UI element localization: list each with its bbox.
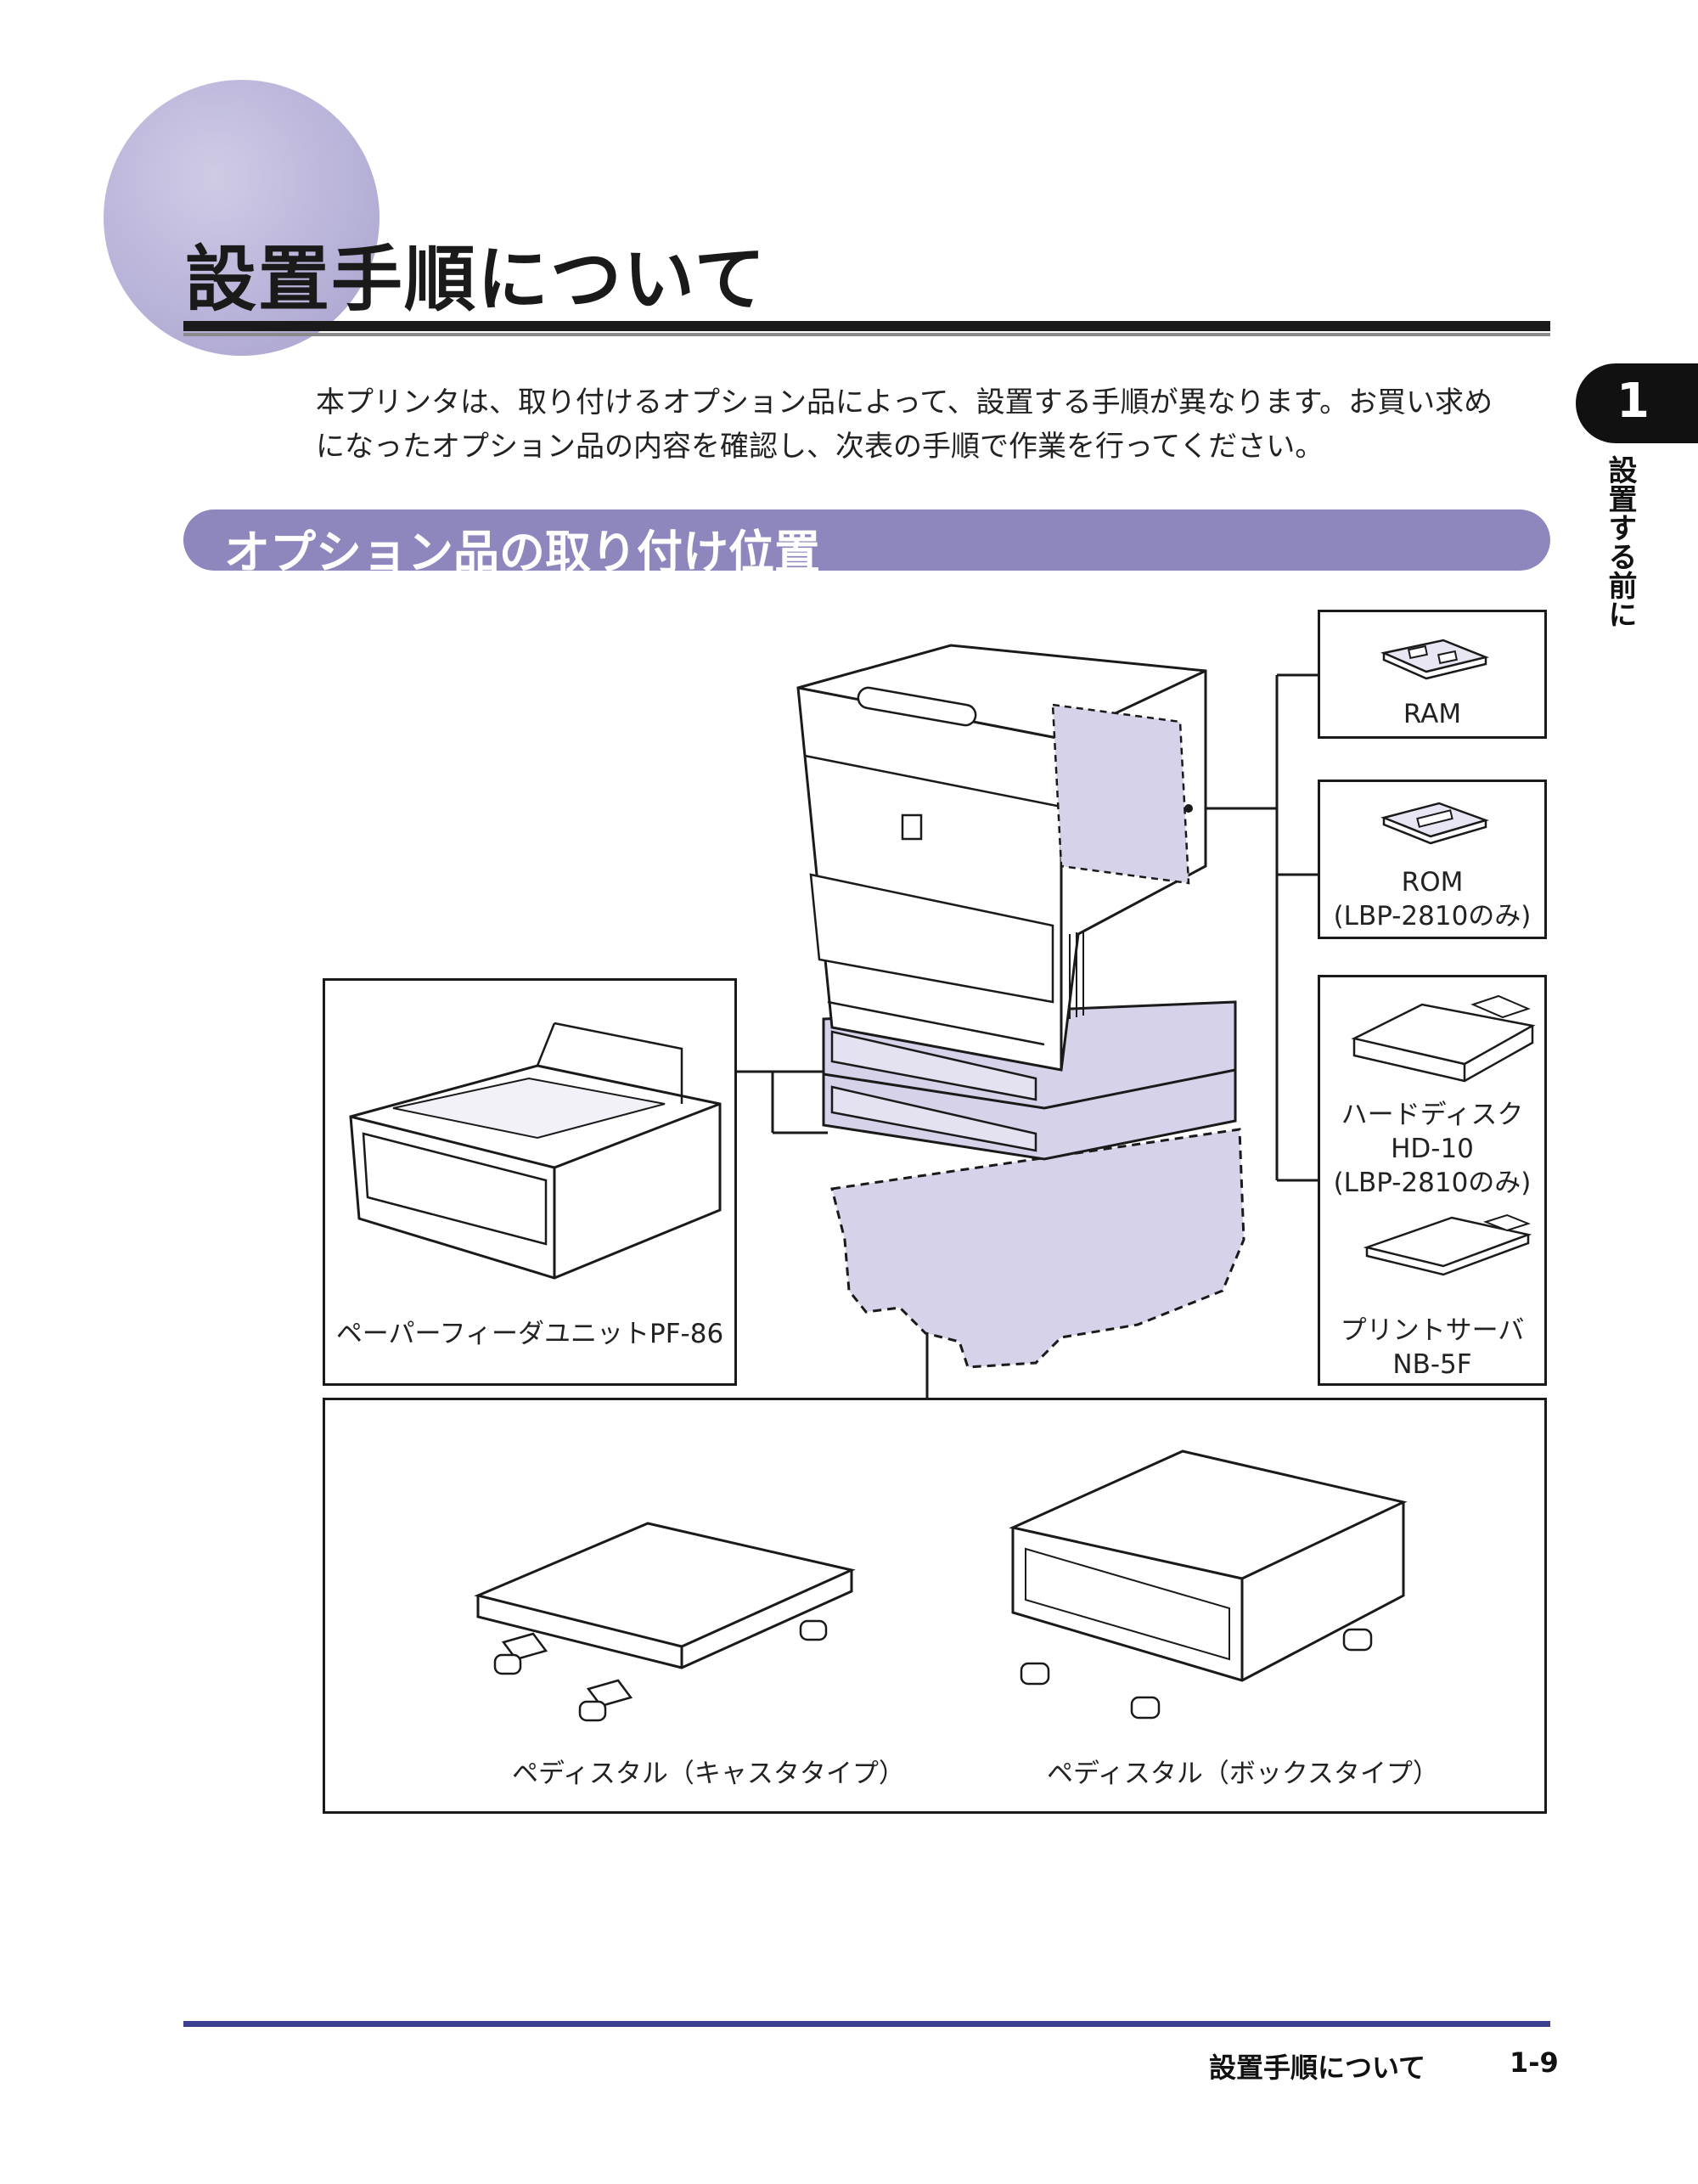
- pedestal-box: ペディスタル（キャスタタイプ） ペディスタル（ボックスタイプ）: [323, 1398, 1547, 1814]
- intro-line-2: になったオプション品の内容を確認し、次表の手順で作業を行ってください。: [316, 430, 1324, 464]
- footer-rule: [183, 2021, 1550, 2027]
- chapter-tab: 1: [1576, 363, 1698, 443]
- paper-feeder-box: ペーパーフィーダユニットPF-86: [323, 978, 737, 1386]
- chapter-label: 設置する前に: [1603, 455, 1637, 628]
- hdd-printserver-box: ハードディスク HD-10 (LBP-2810のみ) プリントサーバ NB-5F: [1318, 975, 1547, 1386]
- pedestal-box-label: ペディスタル（ボックスタイプ）: [1047, 1759, 1439, 1789]
- pedestal-box-icon: [1009, 1449, 1408, 1720]
- title-decoration-circle: [104, 80, 380, 356]
- hdd-label: ハードディスク: [1341, 1100, 1524, 1130]
- printer-illustration: [796, 644, 1245, 1369]
- print-server-label: プリントサーバ: [1340, 1315, 1525, 1346]
- rom-label: ROM: [1401, 867, 1464, 898]
- title-rule-shadow: [183, 333, 1550, 336]
- ram-option-box: RAM: [1318, 610, 1547, 739]
- pedestal-caster-icon: [474, 1522, 856, 1722]
- page-title: 設置手順について: [185, 238, 767, 321]
- section-header: オプション品の取り付け位置: [183, 509, 1550, 579]
- hard-disk-icon: [1351, 994, 1536, 1083]
- section-title: オプション品の取り付け位置: [224, 526, 820, 579]
- print-server-icon: [1363, 1213, 1532, 1276]
- ram-label: RAM: [1403, 699, 1462, 729]
- print-server-model: NB-5F: [1392, 1349, 1472, 1380]
- rom-icon: [1380, 802, 1490, 845]
- intro-line-1: 本プリンタは、取り付けるオプション品によって、設置する手順が異なります。お買い求…: [316, 386, 1493, 419]
- chapter-number: 1: [1616, 374, 1650, 429]
- hdd-model: HD-10: [1391, 1134, 1474, 1164]
- page-number: 1-9: [1510, 2046, 1559, 2079]
- paper-feeder-icon: [349, 1022, 722, 1280]
- footer-title: 設置手順について: [1209, 2052, 1426, 2084]
- paper-feeder-label: ペーパーフィーダユニットPF-86: [335, 1319, 724, 1349]
- title-rule: [183, 321, 1550, 331]
- rom-note: (LBP-2810のみ): [1333, 901, 1532, 932]
- hdd-note: (LBP-2810のみ): [1333, 1168, 1532, 1198]
- pedestal-caster-label: ペディスタル（キャスタタイプ）: [512, 1759, 905, 1789]
- rom-option-box: ROM (LBP-2810のみ): [1318, 780, 1547, 939]
- ram-icon: [1380, 639, 1490, 680]
- intro-text: 本プリンタは、取り付けるオプション品によって、設置する手順が異なります。お買い求…: [316, 380, 1555, 469]
